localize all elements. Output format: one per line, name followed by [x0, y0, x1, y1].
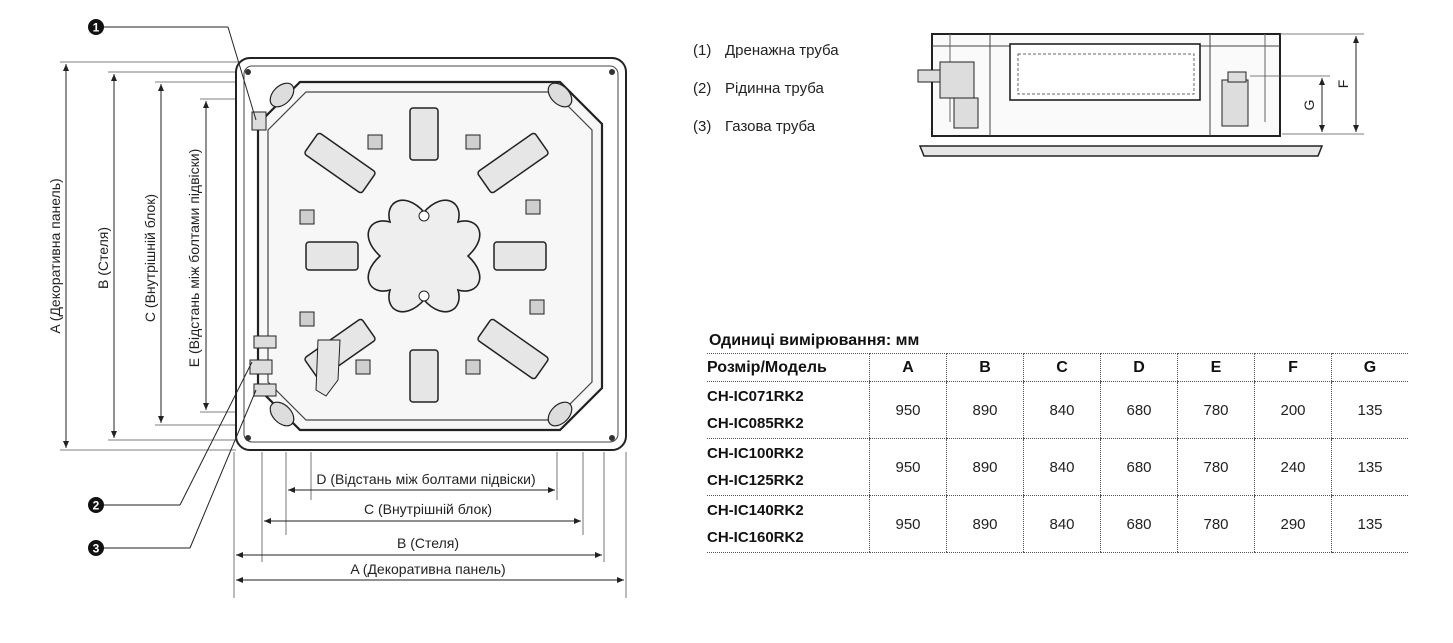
header-col-a: A — [869, 353, 947, 382]
value-cell: 290 — [1254, 495, 1332, 553]
dim-g-label: G — [1301, 100, 1317, 111]
legend-item-liquid: (2) Рідинна труба — [693, 80, 893, 118]
pipe-legend: (1) Дренажна труба (2) Рідинна труба (3) Га… — [693, 42, 893, 156]
header-col-d: D — [1100, 353, 1178, 382]
table-row: CH-IC100RK2 CH-IC125RK2 950 890 840 680 … — [707, 438, 1408, 496]
callout-2-marker: 2 — [88, 361, 253, 513]
callout-3-marker: 3 — [88, 389, 257, 556]
model-cell: CH-IC071RK2 CH-IC085RK2 — [707, 381, 870, 439]
model-cell: CH-IC100RK2 CH-IC125RK2 — [707, 438, 870, 496]
value-cell: 950 — [869, 438, 947, 496]
value-cell: 890 — [946, 495, 1024, 553]
value-cell: 680 — [1100, 381, 1178, 439]
model-name: CH-IC140RK2 — [707, 502, 804, 519]
table-row: CH-IC071RK2 CH-IC085RK2 950 890 840 680 … — [707, 381, 1408, 439]
model-name: CH-IC085RK2 — [707, 415, 804, 432]
units-caption: Одиниці вимірювання: мм — [709, 332, 920, 349]
value-cell: 950 — [869, 381, 947, 439]
value-cell: 780 — [1177, 438, 1255, 496]
dim-d-horizontal-label: D (Відстань між болтами підвіски) — [316, 471, 535, 487]
header-size-model: Розмір/Модель — [707, 353, 870, 382]
value-cell: 840 — [1023, 495, 1101, 553]
callout-1-marker: 1 — [88, 19, 257, 121]
value-cell: 780 — [1177, 495, 1255, 553]
side-view-drawing: F G — [917, 33, 1364, 157]
header-col-b: B — [946, 353, 1024, 382]
value-cell: 135 — [1331, 381, 1408, 439]
legend-number: (3) — [693, 118, 712, 135]
value-cell: 680 — [1100, 438, 1178, 496]
header-col-c: C — [1023, 353, 1101, 382]
legend-number: (2) — [693, 80, 712, 97]
legend-item-drain: (1) Дренажна труба — [693, 42, 893, 80]
callout-2-number: 2 — [93, 499, 100, 513]
dim-b-horizontal-label: B (Стеля) — [397, 535, 459, 551]
model-name: CH-IC100RK2 — [707, 445, 804, 462]
dim-c-vertical-label: C (Внутрішній блок) — [142, 194, 158, 322]
value-cell: 780 — [1177, 381, 1255, 439]
dim-b-vertical-label: B (Стеля) — [95, 227, 111, 289]
model-name: CH-IC071RK2 — [707, 388, 804, 405]
value-cell: 840 — [1023, 381, 1101, 439]
callout-1-number: 1 — [93, 21, 100, 35]
model-name: CH-IC125RK2 — [707, 472, 804, 489]
value-cell: 840 — [1023, 438, 1101, 496]
legend-label: Дренажна труба — [725, 42, 839, 59]
dim-e-vertical-label: E (Відстань між болтами підвіски) — [186, 149, 202, 368]
header-col-g: G — [1331, 353, 1408, 382]
value-cell: 680 — [1100, 495, 1178, 553]
dim-c-horizontal-label: C (Внутрішній блок) — [364, 501, 492, 517]
value-cell: 135 — [1331, 438, 1408, 496]
table-header-row: Розмір/Модель A B C D E F G — [707, 353, 1408, 382]
value-cell: 890 — [946, 438, 1024, 496]
legend-label: Рідинна труба — [725, 80, 824, 97]
dim-f-label: F — [1335, 80, 1351, 89]
legend-number: (1) — [693, 42, 712, 59]
value-cell: 240 — [1254, 438, 1332, 496]
callout-3-number: 3 — [93, 542, 100, 556]
value-cell: 135 — [1331, 495, 1408, 553]
value-cell: 200 — [1254, 381, 1332, 439]
legend-label: Газова труба — [725, 118, 816, 135]
table-row: CH-IC140RK2 CH-IC160RK2 950 890 840 680 … — [707, 495, 1408, 553]
model-name: CH-IC160RK2 — [707, 529, 804, 546]
legend-item-gas: (3) Газова труба — [693, 118, 893, 156]
header-col-e: E — [1177, 353, 1255, 382]
value-cell: 950 — [869, 495, 947, 553]
top-view-drawing: A (Декоративна панель) B (Стеля) C (Внут… — [47, 19, 627, 598]
header-col-f: F — [1254, 353, 1332, 382]
model-cell: CH-IC140RK2 CH-IC160RK2 — [707, 495, 870, 553]
dim-a-horizontal-label: A (Декоративна панель) — [350, 561, 505, 577]
dimensions-table: Розмір/Модель A B C D E F G CH-IC071RK2 … — [707, 353, 1408, 553]
decorative-panel — [235, 57, 627, 451]
value-cell: 890 — [946, 381, 1024, 439]
dim-a-vertical-label: A (Декоративна панель) — [47, 178, 63, 333]
